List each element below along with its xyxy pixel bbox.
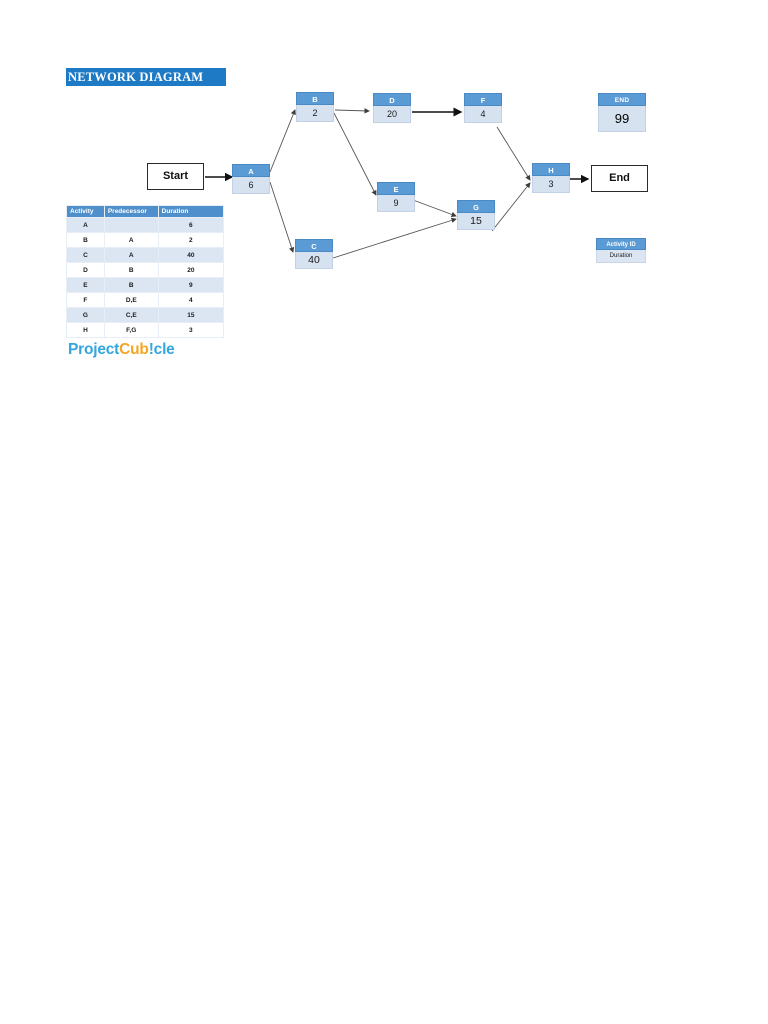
column-header-predecessor: Predecessor [103,205,159,218]
start-node[interactable]: Start [147,163,204,190]
activity-node-f-duration: 4 [464,106,502,123]
logo-segment-cle: cle [153,341,175,358]
cell-activity: D [66,262,105,278]
table-row: C A 40 [66,247,225,263]
cell-duration: 4 [157,292,225,308]
table-row: F D,E 4 [66,292,225,308]
cell-duration: 15 [157,307,225,323]
edge-a-c [269,181,295,253]
cell-activity: A [66,217,105,233]
legend: Activity ID Duration [596,238,646,263]
table-row: H F,G 3 [66,322,225,338]
activity-node-d-id: D [373,93,411,106]
cell-predecessor: F,G [103,322,159,338]
activity-node-d[interactable]: D 20 [373,93,411,123]
cell-activity: F [66,292,105,308]
cell-predecessor: D,E [103,292,159,308]
activity-node-g-duration: 15 [457,213,495,230]
legend-activity-id-label: Activity ID [596,238,646,250]
activity-node-e-duration: 9 [377,195,415,212]
activity-node-c-duration: 40 [295,252,333,269]
activity-node-b[interactable]: B 2 [296,92,334,122]
edge-e-g [412,199,457,217]
activity-node-h[interactable]: H 3 [532,163,570,193]
edge-b-d [334,108,370,114]
table-row: B A 2 [66,232,225,248]
project-end-node[interactable]: END 99 [598,93,646,132]
activity-node-h-id: H [532,163,570,176]
column-header-activity: Activity [66,205,105,218]
cell-duration: 6 [157,217,225,233]
edge-c-g [332,217,457,259]
table-row: A 6 [66,217,225,233]
edge-g-h [491,182,531,232]
cell-duration: 20 [157,262,225,278]
cell-duration: 40 [157,247,225,263]
table-row: D B 20 [66,262,225,278]
table-header-row: Activity Predecessor Duration [66,205,225,218]
project-end-value: 99 [598,106,646,132]
activity-node-f-id: F [464,93,502,106]
edge-b-e [333,112,377,196]
projectcubicle-logo: ProjectCub!cle [68,341,175,359]
cell-duration: 3 [157,322,225,338]
logo-segment-exclamation: ! [148,341,154,358]
activity-node-e-id: E [377,182,415,195]
activity-node-h-duration: 3 [532,176,570,193]
cell-predecessor [103,217,159,233]
cell-predecessor: A [103,232,159,248]
activity-node-c-id: C [295,239,333,252]
cell-duration: 2 [157,232,225,248]
page-title: NETWORK DIAGRAM [66,68,226,86]
activity-node-b-id: B [296,92,334,105]
end-node[interactable]: End [591,165,648,192]
activity-node-a-duration: 6 [232,177,270,194]
activity-node-b-duration: 2 [296,105,334,122]
logo-segment-project: Project [68,341,120,358]
cell-activity: G [66,307,105,323]
activity-node-f[interactable]: F 4 [464,93,502,123]
activity-node-g-id: G [457,200,495,213]
cell-activity: C [66,247,105,263]
edge-f-h [496,126,531,181]
activity-node-a[interactable]: A 6 [232,164,270,194]
cell-activity: B [66,232,105,248]
legend-duration-label: Duration [596,250,646,263]
cell-duration: 9 [157,277,225,293]
activity-node-a-id: A [232,164,270,177]
project-end-label: END [598,93,646,106]
activity-node-e[interactable]: E 9 [377,182,415,212]
table-row: G C,E 15 [66,307,225,323]
edge-a-b [269,109,296,173]
activity-node-d-duration: 20 [373,106,411,123]
table-row: E B 9 [66,277,225,293]
cell-predecessor: A [103,247,159,263]
activity-node-g[interactable]: G 15 [457,200,495,230]
logo-segment-cub: Cub [119,341,149,358]
cell-predecessor: B [103,277,159,293]
cell-activity: E [66,277,105,293]
cell-activity: H [66,322,105,338]
activity-node-c[interactable]: C 40 [295,239,333,269]
column-header-duration: Duration [157,205,225,218]
activity-table: Activity Predecessor Duration A 6 B A 2 … [66,205,225,338]
cell-predecessor: C,E [103,307,159,323]
cell-predecessor: B [103,262,159,278]
